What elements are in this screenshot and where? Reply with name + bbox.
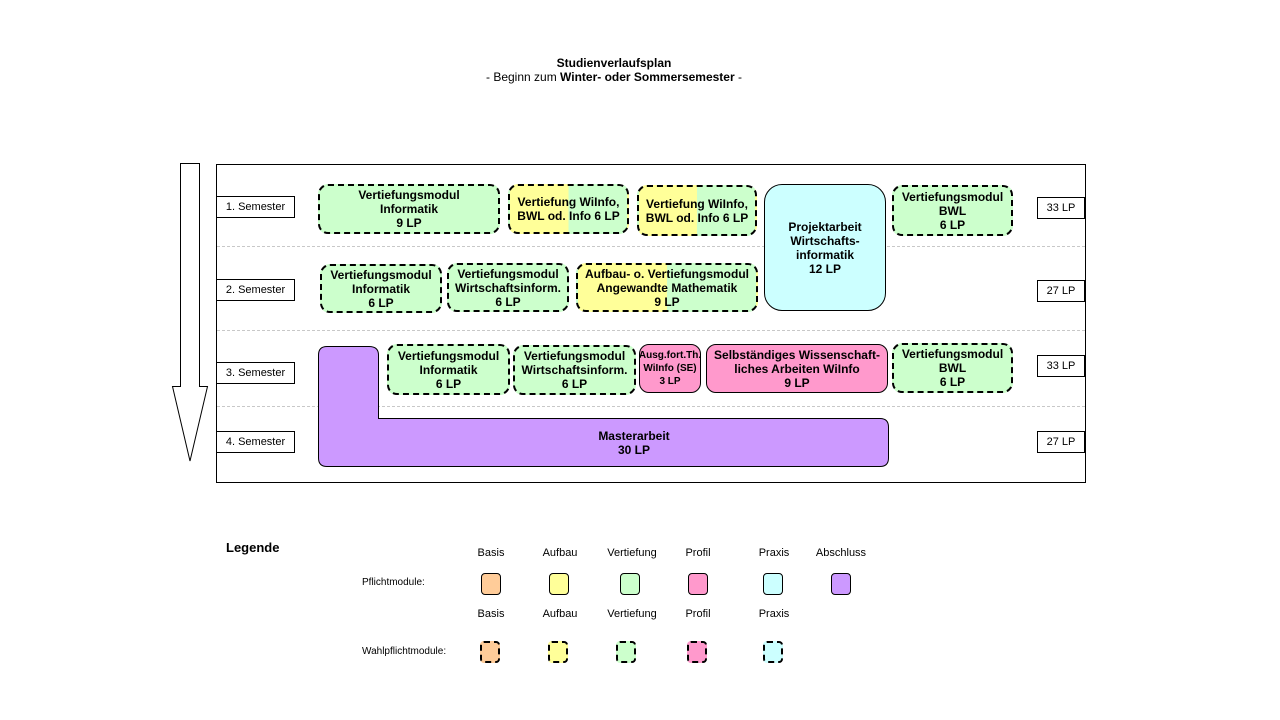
legend-wahl-vertiefung-swatch [616, 641, 636, 663]
legend-pflicht-praxis-swatch [763, 573, 783, 595]
semester-divider [217, 246, 1085, 247]
page-subtitle: - Beginn zum Winter- oder Sommersemester… [485, 70, 742, 84]
semester-label-2: 2. Semester [216, 279, 295, 301]
time-arrow-icon [171, 163, 209, 462]
legend-pflicht-praxis-label: Praxis [758, 547, 790, 559]
legend-title: Legende [226, 540, 280, 555]
legend-pflicht-basis-label: Basis [477, 547, 505, 559]
semester-lp-3: 33 LP [1037, 355, 1085, 377]
module-s1-bwl: Vertiefungsmodul BWL 6 LP [892, 185, 1013, 236]
legend-pflicht-basis-swatch [481, 573, 501, 595]
module-masterarbeit: Masterarbeit 30 LP [598, 429, 670, 457]
legend-pflicht-abschluss-label: Abschluss [815, 547, 867, 559]
legend-pflicht-vertiefung-swatch [620, 573, 640, 595]
module-masterarbeit-shape [318, 346, 889, 467]
module-s3-wirtschaftsinform: Vertiefungsmodul Wirtschaftsinform. 6 LP [513, 345, 636, 395]
semester-label-4: 4. Semester [216, 431, 295, 453]
legend-wahl-aufbau-swatch [548, 641, 568, 663]
module-s3-bwl: Vertiefungsmodul BWL 6 LP [892, 343, 1013, 393]
module-s1-vertiefung-wiinfo-a: Vertiefung WiInfo, BWL od. Info 6 LP [508, 184, 629, 234]
legend-pflicht-profil-swatch [688, 573, 708, 595]
legend-wahl-basis-label: Basis [477, 608, 505, 620]
legend-wahl-vertiefung-label: Vertiefung [607, 608, 657, 620]
legend-wahl-aufbau-label: Aufbau [542, 608, 578, 620]
semester-lp-2: 27 LP [1037, 280, 1085, 302]
module-s3-ausg-fort-th: Ausg.fort.Th. WiInfo (SE) 3 LP [639, 344, 701, 393]
legend-pflicht-aufbau-swatch [549, 573, 569, 595]
module-s1-informatik: Vertiefungsmodul Informatik 9 LP [318, 184, 500, 234]
semester-divider [217, 330, 1085, 331]
semester-lp-4: 27 LP [1037, 431, 1085, 453]
legend-wahl-profil-label: Profil [685, 608, 711, 620]
page-title: Studienverlaufsplan [556, 56, 672, 70]
legend-pflicht-label: Pflichtmodule: [362, 577, 425, 588]
module-s2-angewandte-mathematik: Aufbau- o. Vertiefungsmodul Angewandte M… [576, 263, 758, 312]
semester-lp-1: 33 LP [1037, 197, 1085, 219]
legend-pflicht-vertiefung-label: Vertiefung [607, 547, 657, 559]
legend-wahl-praxis-label: Praxis [758, 608, 790, 620]
semester-divider [217, 406, 1085, 407]
legend-pflicht-abschluss-swatch [831, 573, 851, 595]
module-s2-informatik: Vertiefungsmodul Informatik 6 LP [320, 264, 442, 313]
legend-wahlpflicht-label: Wahlpflichtmodule: [362, 646, 447, 657]
legend-wahl-profil-swatch [687, 641, 707, 663]
legend-pflicht-profil-label: Profil [685, 547, 711, 559]
legend-wahl-praxis-swatch [763, 641, 783, 663]
legend-wahl-basis-swatch [480, 641, 500, 663]
module-s3-informatik: Vertiefungsmodul Informatik 6 LP [387, 344, 510, 395]
module-s1-vertiefung-wiinfo-b: Vertiefung WiInfo, BWL od. Info 6 LP [637, 185, 757, 236]
module-s2-wirtschaftsinform: Vertiefungsmodul Wirtschaftsinform. 6 LP [447, 263, 569, 312]
legend-pflicht-aufbau-label: Aufbau [542, 547, 578, 559]
semester-label-1: 1. Semester [216, 196, 295, 218]
semester-label-3: 3. Semester [216, 362, 295, 384]
module-s3-wissenschaftliches-arbeiten: Selbständiges Wissenschaft- liches Arbei… [706, 344, 888, 393]
study-plan-frame [216, 164, 1086, 483]
module-projektarbeit: Projektarbeit Wirtschafts- informatik 12… [764, 184, 886, 311]
